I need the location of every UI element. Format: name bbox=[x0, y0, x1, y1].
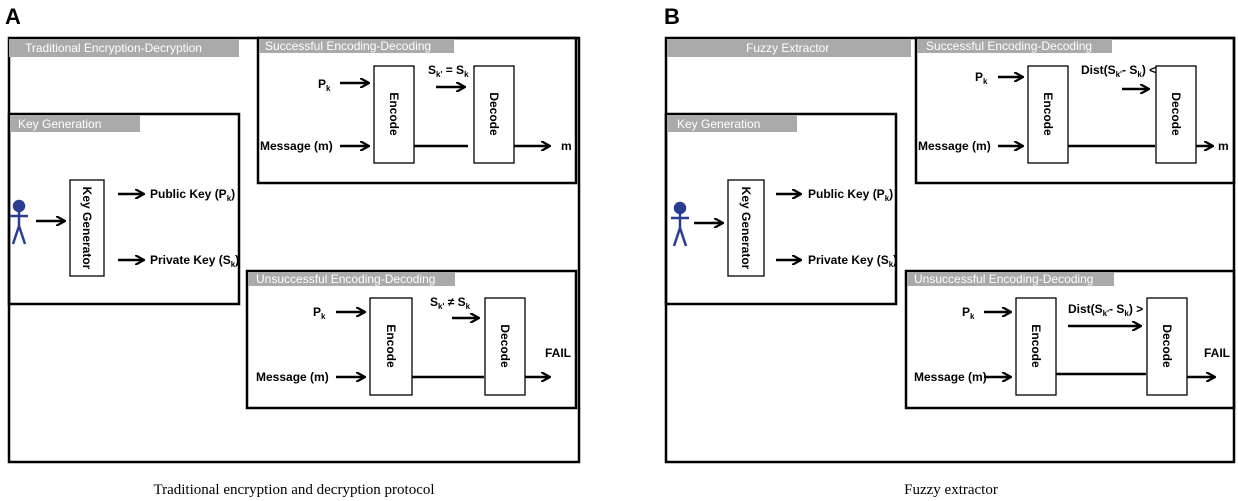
key-generation-tab bbox=[667, 115, 797, 132]
person-icon bbox=[10, 199, 28, 245]
panel-b-letter: B bbox=[664, 4, 680, 29]
panel-a-success: Successful Encoding-Decoding Pk Message … bbox=[256, 36, 578, 185]
public-key-label: Public Key (Pk) bbox=[808, 187, 893, 203]
key-generator-box bbox=[69, 179, 105, 277]
success-encode-label: Encode bbox=[387, 92, 401, 136]
failure-tab bbox=[907, 272, 1114, 286]
success-condition: Dist(Sk'- Sk) < t bbox=[1081, 63, 1164, 79]
failure-box bbox=[245, 269, 578, 410]
panel-b-caption: Fuzzy extractor bbox=[904, 482, 998, 498]
failure-decode-label: Decode bbox=[1160, 324, 1174, 368]
failure-output: FAIL bbox=[1204, 346, 1230, 360]
panel-a-letter: A bbox=[5, 4, 21, 29]
panel-a-title-tab bbox=[9, 39, 239, 57]
failure-condition: Dist(Sk'- Sk) > t bbox=[1068, 302, 1151, 318]
private-key-label: Private Key (Sk) bbox=[808, 253, 897, 269]
failure-decode-box bbox=[484, 297, 526, 396]
failure-message-label: Message (m) bbox=[914, 370, 987, 384]
failure-encode-box bbox=[1015, 297, 1057, 396]
failure-tab bbox=[248, 272, 455, 286]
failure-message-label: Message (m) bbox=[256, 370, 329, 384]
failure-title: Unsuccessful Encoding-Decoding bbox=[914, 272, 1093, 286]
success-encode-box bbox=[1027, 65, 1069, 164]
failure-pk-label: Pk bbox=[962, 305, 975, 321]
panel-a: A Traditional Encryption-Decryption Key … bbox=[5, 4, 581, 498]
panel-a-caption: Traditional encryption and decryption pr… bbox=[153, 482, 434, 498]
panel-b-title: Fuzzy Extractor bbox=[746, 41, 829, 55]
success-message-label: Message (m) bbox=[918, 139, 991, 153]
success-decode-box bbox=[473, 65, 515, 164]
public-key-label: Public Key (Pk) bbox=[150, 187, 235, 203]
panel-b: B Fuzzy Extractor Key Generation Key Gen… bbox=[664, 4, 1236, 498]
key-generator-label: Key Generator bbox=[80, 187, 94, 270]
panel-b-success: Successful Encoding-Decoding Pk Message … bbox=[914, 36, 1236, 185]
key-generation-box bbox=[7, 112, 241, 306]
person-icon bbox=[671, 201, 689, 247]
failure-encode-box bbox=[369, 297, 413, 396]
success-title: Successful Encoding-Decoding bbox=[926, 39, 1092, 53]
success-encode-label: Encode bbox=[1041, 92, 1055, 136]
success-title: Successful Encoding-Decoding bbox=[265, 39, 431, 53]
panel-b-title-tab bbox=[667, 39, 911, 57]
failure-pk-label: Pk bbox=[313, 305, 326, 321]
success-tab bbox=[259, 39, 454, 53]
success-output: m bbox=[1218, 139, 1229, 153]
failure-decode-box bbox=[1146, 297, 1188, 396]
panel-b-failure: Unsuccessful Encoding-Decoding Pk Messag… bbox=[904, 269, 1236, 410]
success-pk-label: Pk bbox=[318, 77, 331, 93]
success-decode-label: Decode bbox=[487, 92, 501, 136]
private-key-label: Private Key (Sk) bbox=[150, 253, 239, 269]
failure-box bbox=[904, 269, 1236, 410]
panel-a-key-generation: Key Generation Key Generator Public Key … bbox=[7, 112, 241, 306]
key-generation-title: Key Generation bbox=[18, 117, 101, 131]
failure-encode-label: Encode bbox=[1029, 324, 1043, 368]
panel-a-title: Traditional Encryption-Decryption bbox=[25, 41, 202, 55]
success-decode-label: Decode bbox=[1169, 92, 1183, 136]
success-message-label: Message (m) bbox=[260, 139, 333, 153]
panel-b-key-generation: Key Generation Key Generator Public Key … bbox=[664, 112, 898, 306]
key-generation-tab bbox=[10, 115, 140, 132]
success-condition: Sk' = Sk bbox=[428, 63, 469, 79]
success-decode-box bbox=[1155, 65, 1197, 164]
panel-a-failure: Unsuccessful Encoding-Decoding Pk Messag… bbox=[245, 269, 578, 410]
success-box bbox=[914, 36, 1236, 185]
failure-title: Unsuccessful Encoding-Decoding bbox=[256, 272, 435, 286]
failure-encode-label: Encode bbox=[384, 324, 398, 368]
key-generator-label: Key Generator bbox=[739, 187, 753, 270]
failure-condition: Sk' ≠ Sk bbox=[430, 295, 471, 311]
success-pk-label: Pk bbox=[975, 70, 988, 86]
key-generation-title: Key Generation bbox=[677, 117, 760, 131]
failure-output: FAIL bbox=[545, 346, 571, 360]
success-box bbox=[256, 36, 578, 185]
success-output: m bbox=[561, 139, 572, 153]
success-tab bbox=[917, 39, 1112, 53]
success-encode-box bbox=[373, 65, 415, 164]
key-generation-box bbox=[664, 112, 898, 306]
key-generator-box bbox=[727, 179, 765, 277]
failure-decode-label: Decode bbox=[498, 324, 512, 368]
